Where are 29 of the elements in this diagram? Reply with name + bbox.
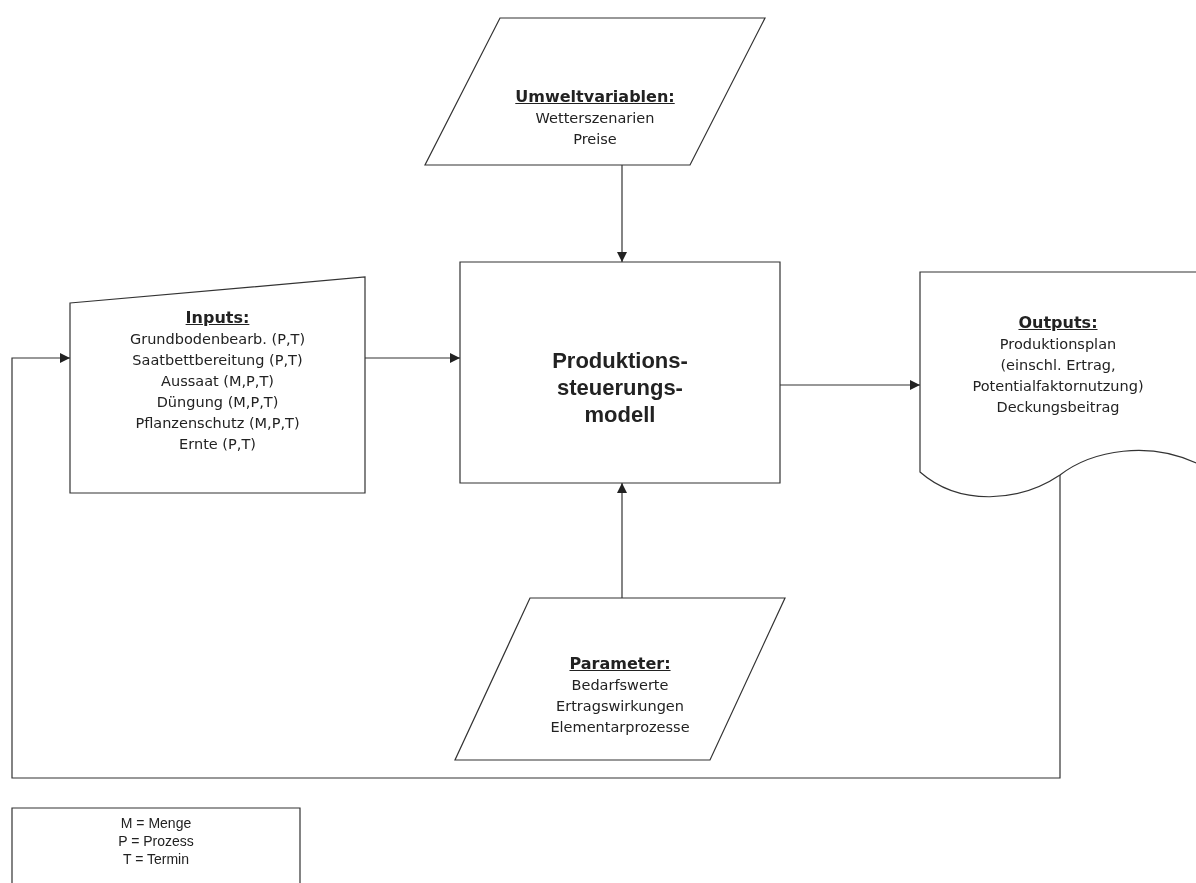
heading: Parameter: bbox=[569, 653, 671, 675]
list-item: Preise bbox=[573, 130, 617, 149]
list-item: Pflanzenschutz (M,P,T) bbox=[135, 414, 300, 433]
data-parallelogram bbox=[455, 598, 785, 760]
list-item: Deckungsbeitrag bbox=[996, 398, 1120, 417]
list-item: Elementarprozesse bbox=[550, 718, 690, 737]
abbreviation-note: M = Menge bbox=[120, 814, 192, 832]
list-item: Ernte (P,T) bbox=[179, 435, 256, 454]
heading: Inputs: bbox=[185, 307, 250, 329]
arrow bbox=[617, 482, 627, 599]
list-item: Aussaat (M,P,T) bbox=[161, 372, 274, 391]
list-item: Bedarfswerte bbox=[571, 676, 669, 695]
process-box bbox=[460, 262, 780, 483]
arrow bbox=[11, 353, 1061, 779]
heading: Umweltvariablen: bbox=[515, 86, 675, 108]
abbreviation-note: T = Termin bbox=[123, 850, 189, 868]
manual-input-shape bbox=[70, 277, 365, 493]
list-item: Düngung (M,P,T) bbox=[156, 393, 279, 412]
abbreviation-note: P = Prozess bbox=[118, 832, 194, 850]
process-label: Produktions- steuerungs- modell bbox=[551, 347, 689, 428]
heading: Outputs: bbox=[1018, 312, 1098, 334]
abbreviation-box bbox=[12, 808, 300, 883]
list-item: Saatbettbereitung (P,T) bbox=[132, 351, 303, 370]
data-parallelogram bbox=[425, 18, 765, 165]
list-item: Ertragswirkungen bbox=[556, 697, 684, 716]
arrow bbox=[617, 164, 627, 263]
list-item: Wetterszenarien bbox=[535, 109, 655, 128]
list-item: Produktionsplan (einschl. Ertrag, Potentialfaktornutzung) bbox=[971, 335, 1145, 396]
list-item: Grundbodenbearb. (P,T) bbox=[129, 330, 306, 349]
